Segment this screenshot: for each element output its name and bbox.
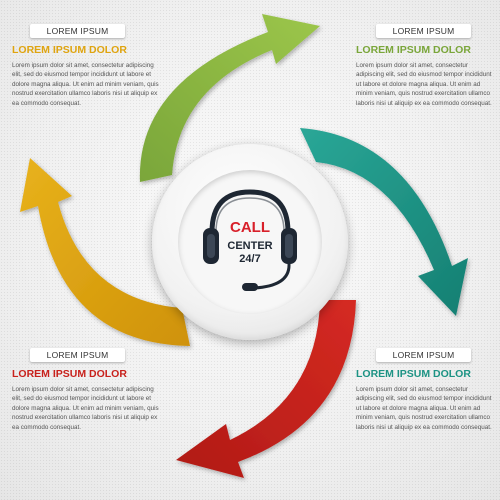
arrow-red: [176, 300, 356, 478]
center-hours-label: 24/7: [239, 253, 261, 265]
headset-icon: [203, 189, 297, 291]
info-block-top-right: LOREM IPSUM LOREM IPSUM DOLOR Lorem ipsu…: [356, 24, 496, 108]
info-block-bottom-right: LOREM IPSUM LOREM IPSUM DOLOR Lorem ipsu…: [356, 348, 496, 432]
block-tag: LOREM IPSUM: [376, 24, 471, 38]
block-text: Lorem ipsum dolor sit amet, consectetur …: [12, 386, 159, 431]
arrow-green: [139, 14, 320, 182]
info-block-bottom-left: LOREM IPSUM LOREM IPSUM DOLOR Lorem ipsu…: [12, 348, 160, 432]
block-text: Lorem ipsum dolor sit amet, consectetur …: [12, 62, 159, 107]
arrow-yellow: [20, 158, 190, 346]
center-call-label: CALL: [230, 219, 270, 236]
block-heading: LOREM IPSUM DOLOR: [356, 368, 471, 380]
center-center-label: CENTER: [227, 240, 273, 252]
block-text: Lorem ipsum dolor sit amet, consectetur …: [356, 386, 492, 431]
block-heading: LOREM IPSUM DOLOR: [12, 368, 127, 380]
block-heading: LOREM IPSUM DOLOR: [356, 44, 471, 56]
block-text: Lorem ipsum dolor sit amet, consectetur …: [356, 62, 492, 107]
arrow-teal: [300, 128, 468, 316]
block-heading: LOREM IPSUM DOLOR: [12, 44, 127, 56]
info-block-top-left: LOREM IPSUM LOREM IPSUM DOLOR Lorem ipsu…: [12, 24, 160, 108]
block-tag: LOREM IPSUM: [30, 24, 125, 38]
block-tag: LOREM IPSUM: [30, 348, 125, 362]
block-tag: LOREM IPSUM: [376, 348, 471, 362]
